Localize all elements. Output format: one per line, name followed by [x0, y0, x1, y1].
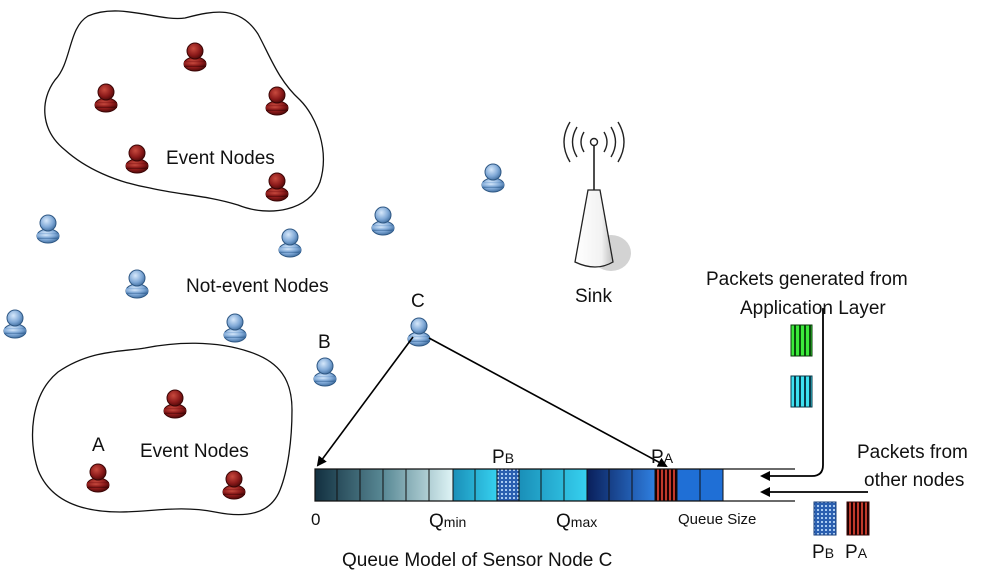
app-packets-label-line1: Packets generated from	[706, 269, 908, 290]
diagram-caption: Queue Model of Sensor Node C	[342, 550, 612, 571]
event-node-icon	[183, 42, 207, 72]
event-node-icon	[86, 463, 110, 493]
node-c-label: C	[411, 291, 425, 312]
pa-legend-label: PA	[845, 542, 868, 563]
event-node-icon	[265, 172, 289, 202]
not-event-node-icon	[3, 309, 27, 339]
arrow-app-packets	[760, 308, 824, 481]
other-packets-label-line2: other nodes	[864, 470, 964, 491]
pa-queue-label: PA	[651, 447, 674, 468]
not-event-node-icon	[371, 206, 395, 236]
pb-queue-label: PB	[492, 447, 514, 468]
node-c-icon	[407, 317, 431, 347]
not-event-node-icon	[36, 214, 60, 244]
pb-packet-icon	[813, 501, 837, 536]
not-event-node-icon	[481, 163, 505, 193]
event-node-icon	[125, 144, 149, 174]
node-a-label: A	[92, 435, 105, 456]
arrow-c-to-queue-start	[316, 336, 414, 467]
other-packets-label-line1: Packets from	[857, 442, 968, 463]
sink-label: Sink	[575, 286, 612, 307]
pb-legend-label: PB	[812, 542, 834, 563]
event-region-top-outline	[44, 10, 324, 212]
event-region-bottom-outline	[31, 342, 293, 516]
not-event-node-icon	[125, 269, 149, 299]
pa-packet-icon	[846, 501, 870, 536]
event-nodes-bottom-label: Event Nodes	[140, 441, 249, 462]
queue-zero-label: 0	[311, 510, 320, 529]
event-node-icon	[163, 389, 187, 419]
queue-bar	[314, 468, 795, 502]
event-node-icon	[265, 86, 289, 116]
not-event-node-icon	[223, 313, 247, 343]
app-packets-label-line2: Application Layer	[740, 298, 886, 319]
queue-size-label: Queue Size	[678, 511, 756, 528]
node-b-label: B	[318, 332, 331, 353]
sink-tower-icon	[563, 121, 631, 271]
q-max-label: Qmax	[556, 511, 597, 532]
not-event-nodes-label: Not-event Nodes	[186, 276, 329, 297]
event-node-icon	[222, 470, 246, 500]
arrow-c-to-queue-end	[428, 337, 668, 467]
q-min-label: Qmin	[429, 511, 466, 532]
not-event-node-icon	[278, 228, 302, 258]
node-b-icon	[313, 357, 337, 387]
app-packet-cyan-icon	[790, 375, 813, 408]
app-packet-green-icon	[790, 324, 813, 357]
event-node-icon	[94, 83, 118, 113]
event-nodes-top-label: Event Nodes	[166, 148, 275, 169]
